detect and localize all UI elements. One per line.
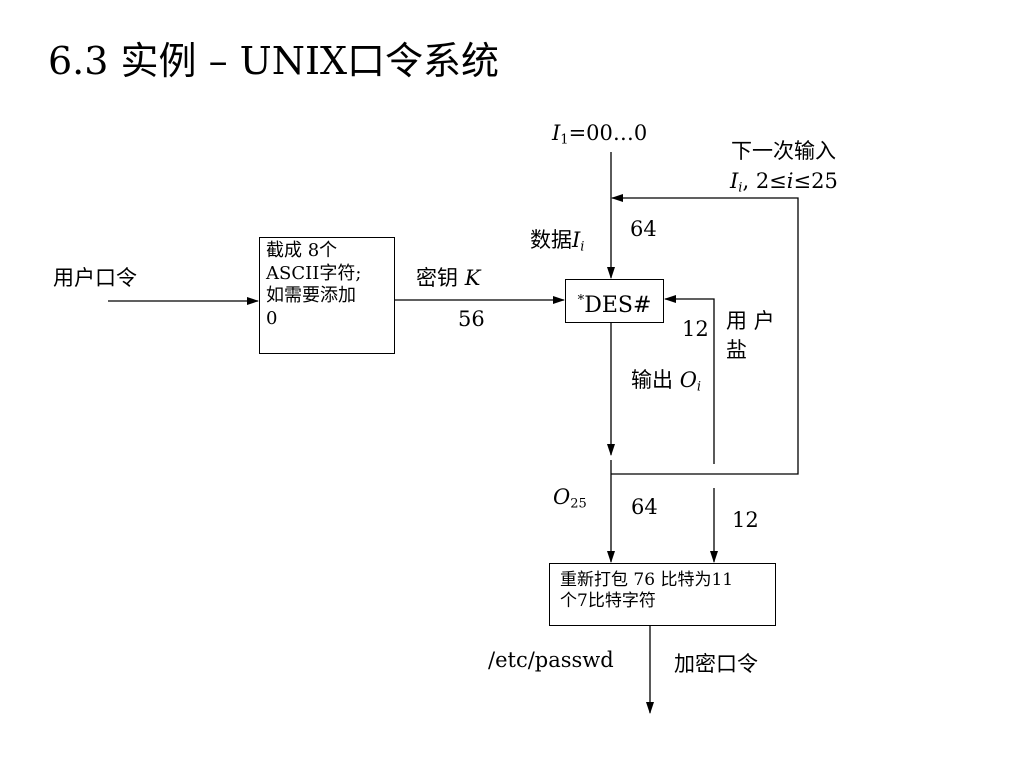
output-text: 输出 bbox=[631, 368, 673, 392]
final-bits-label: 64 bbox=[631, 495, 658, 519]
initial-var: I bbox=[552, 121, 561, 145]
feedback-next-input bbox=[611, 194, 799, 475]
iter-range-2: ≤25 bbox=[793, 169, 838, 193]
key-text: 密钥 bbox=[416, 266, 458, 290]
slide-title: 6.3 实例 – UNIX口令系统 bbox=[48, 39, 500, 83]
key-bits-label: 56 bbox=[458, 307, 485, 331]
output-var: O bbox=[679, 368, 697, 392]
iter-sub: i bbox=[738, 180, 743, 196]
data-bits-label: 64 bbox=[630, 217, 657, 241]
arrow-salt bbox=[664, 295, 715, 464]
truncate-line-1: 截成 8个 bbox=[266, 240, 338, 261]
initial-sub: 1 bbox=[560, 132, 569, 148]
initial-value: =00…0 bbox=[568, 121, 648, 145]
iteration-range-label: Ii, 2≤i≤25 bbox=[730, 169, 838, 196]
key-label: 密钥 K bbox=[416, 266, 480, 291]
next-input-label: 下一次输入 bbox=[731, 139, 836, 163]
initial-input-label: I1=00…0 bbox=[552, 121, 647, 148]
output-label: 输出 Oi bbox=[631, 368, 701, 395]
data-text: 数据 bbox=[530, 228, 572, 252]
truncate-line-2: ASCII字符; bbox=[266, 262, 362, 284]
iter-var: I bbox=[730, 169, 739, 193]
repack-line-1: 重新打包 76 比特为11 bbox=[560, 570, 734, 590]
salt-bits-lower: 12 bbox=[732, 508, 759, 532]
data-var: I bbox=[572, 228, 581, 252]
truncate-line-4: 0 bbox=[266, 307, 278, 329]
encrypted-password-label: 加密口令 bbox=[674, 652, 758, 676]
data-sub: i bbox=[580, 239, 585, 255]
output-sub: i bbox=[696, 379, 702, 395]
final-output-label: O25 bbox=[553, 485, 587, 512]
truncate-box: 截成 8个 ASCII字符; 如需要添加 0 bbox=[259, 237, 395, 354]
data-input-label: 数据Ii bbox=[530, 228, 584, 255]
passwd-file-label: /etc/passwd bbox=[488, 648, 614, 672]
user-password-label: 用户口令 bbox=[53, 266, 137, 290]
des-label: DES# bbox=[584, 292, 652, 318]
des-box: *DES# bbox=[565, 279, 664, 323]
repack-box: 重新打包 76 比特为11 个7比特字符 bbox=[549, 563, 776, 626]
iter-range-i: i bbox=[786, 169, 794, 193]
des-star: * bbox=[577, 293, 585, 308]
final-sub: 25 bbox=[570, 496, 587, 512]
repack-line-2: 个7比特字符 bbox=[560, 591, 656, 612]
salt-label-line-1: 用 户 bbox=[726, 309, 775, 333]
key-var: K bbox=[464, 266, 481, 290]
salt-label-line-2: 盐 bbox=[726, 338, 747, 362]
salt-bits-upper: 12 bbox=[682, 317, 709, 341]
final-var: O bbox=[553, 485, 571, 509]
iter-range-1: , 2≤ bbox=[742, 169, 787, 193]
truncate-line-3: 如需要添加 bbox=[266, 285, 356, 306]
